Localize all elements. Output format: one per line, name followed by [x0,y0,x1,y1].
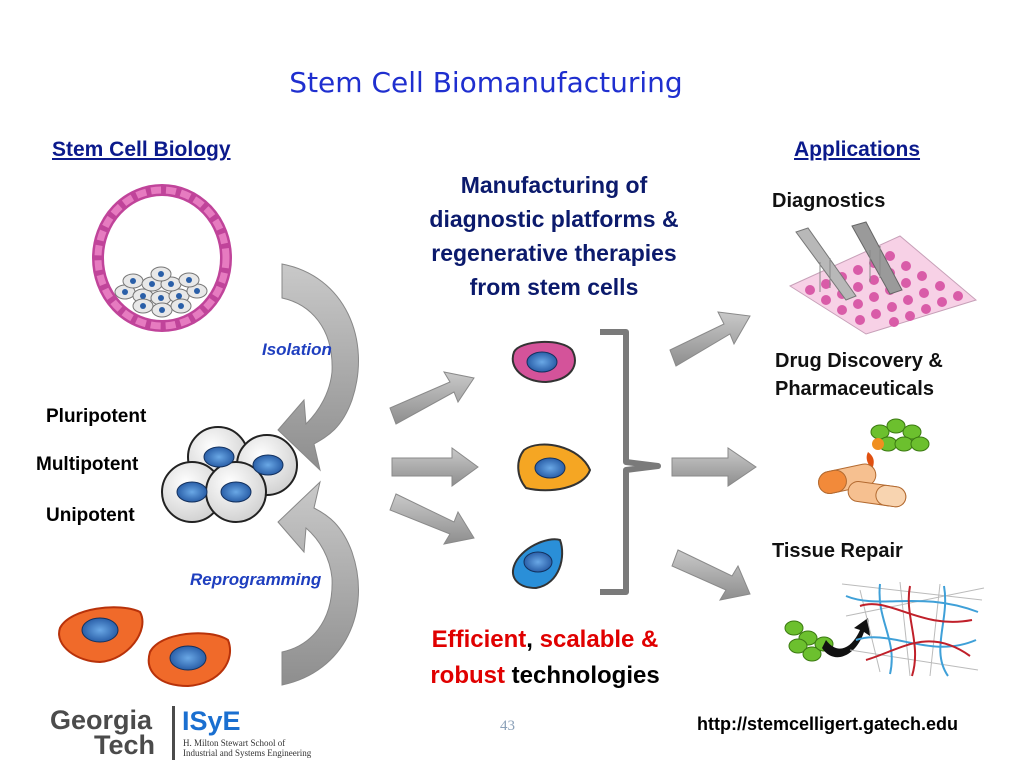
tech-wordmark: Tech [94,730,156,760]
efficiency-statement: Efficient, scalable & robust technologie… [392,622,698,694]
robust-word: robust [430,662,505,689]
manufacturing-line-4: from stem cells [469,274,639,300]
drug-discovery-image [768,344,968,510]
stem-cell-biology-heading: Stem Cell Biology [52,138,231,161]
arrow-to-tissue-repair [671,549,751,601]
page-number: 43 [500,718,515,734]
multipotent-label: Multipotent [36,454,139,475]
unipotent-label: Unipotent [46,505,135,526]
logo-divider [172,706,175,760]
grouping-bracket [600,329,661,595]
arrow-to-diagnostics [669,311,751,367]
georgia-tech-logo: Georgia Tech [50,705,156,760]
isolation-label: Isolation [262,340,332,359]
arrow-to-orange-cell [391,447,479,487]
tissue-repair-title: Tissue Repair [772,540,903,562]
slide-title: Stem Cell Biomanufacturing [289,66,683,99]
diagnostics-image [766,186,982,336]
pluripotent-label: Pluripotent [46,406,147,427]
tissue-repair-image [768,534,990,682]
somatic-cells-icon [58,606,231,688]
orange-cell-icon [517,443,592,492]
isye-logo: ISyE [182,706,241,736]
drug-discovery-title-line2: Pharmaceuticals [775,378,934,400]
applications-heading: Applications [794,138,921,161]
georgia-wordmark: Georgia [50,705,153,735]
application-arrows [669,311,757,601]
arrow-to-magenta-cell [389,371,475,425]
reprogramming-label: Reprogramming [190,570,322,589]
blastocyst-icon [92,184,232,332]
reprogramming-arrow [277,480,359,686]
isye-subtitle-line1: H. Milton Stewart School of [183,738,286,748]
scalable-word: scalable & [539,626,659,653]
cluster-to-cells-arrows [389,371,479,545]
blue-cell-icon [512,538,564,590]
stem-cell-cluster-icon [161,426,298,523]
manufacturing-line-2: diagnostic platforms & [429,206,679,232]
website-url[interactable]: http://stemcelligert.gatech.edu [697,714,959,734]
manufacturing-line-3: regenerative therapies [431,240,677,266]
comma: , [526,626,533,653]
manufacturing-line-1: Manufacturing of [460,172,648,198]
isye-subtitle: H. Milton Stewart School of Industrial a… [183,738,311,758]
arrow-to-blue-cell [389,493,475,545]
diagnostics-title: Diagnostics [772,190,886,212]
technologies-word: technologies [511,662,660,689]
manufacturing-description: Manufacturing of diagnostic platforms & … [386,168,722,304]
isye-subtitle-line2: Industrial and Systems Engineering [183,748,312,758]
efficient-word: Efficient [431,626,527,653]
arrow-to-drug-discovery [671,447,757,487]
magenta-cell-icon [511,340,576,384]
drug-discovery-title-line1: Drug Discovery & [775,350,943,372]
isolation-arrow [277,263,359,472]
